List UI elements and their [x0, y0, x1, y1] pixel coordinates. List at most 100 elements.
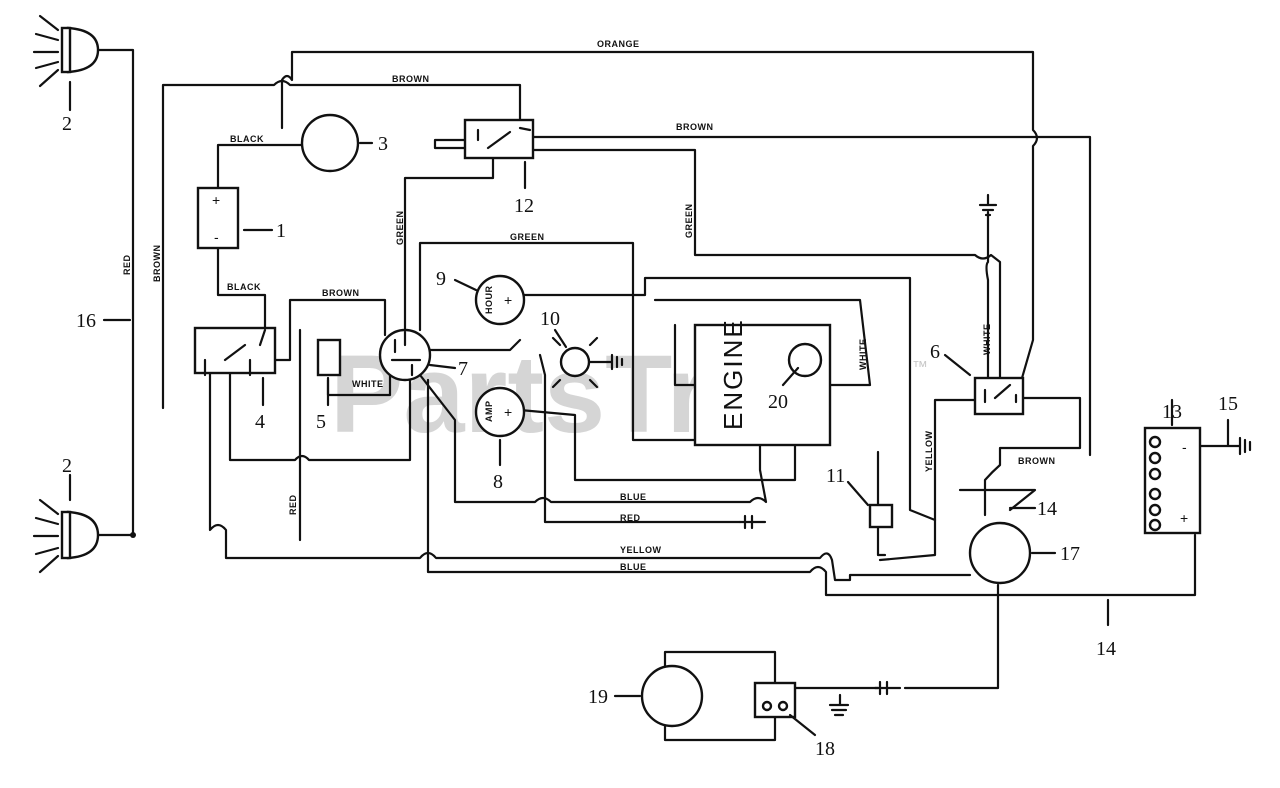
callout-13: 13 — [1162, 401, 1182, 423]
engine-label: ENGINE — [718, 318, 748, 430]
label-blue-mid: BLUE — [620, 492, 647, 502]
component-6-ground — [978, 193, 998, 217]
wire-brown-top — [161, 79, 522, 410]
amp-meter-label: AMP — [484, 401, 494, 423]
label-blue-low: BLUE — [620, 562, 647, 572]
hour-meter-plus: + — [504, 292, 512, 308]
callout-3: 3 — [378, 133, 388, 155]
battery-minus: - — [1182, 439, 1187, 455]
starter-19 — [640, 664, 704, 728]
wire-green-mid — [418, 241, 697, 442]
callout-1: 1 — [276, 220, 286, 242]
wire-yellow-right — [878, 398, 977, 562]
switch-18-terminal — [777, 700, 789, 712]
ground-15-symbol — [1238, 436, 1252, 456]
battery-cell — [1148, 467, 1162, 481]
switch-18-terminal — [761, 700, 773, 712]
wire-eng-bracket — [673, 323, 697, 387]
wire-black-mid — [216, 246, 267, 332]
leader-9 — [453, 278, 478, 292]
callout-2-top: 2 — [62, 113, 72, 135]
wire-brown-4-5 — [273, 298, 387, 362]
wire-black-top — [216, 143, 304, 190]
lamp-10-rays — [551, 336, 624, 389]
component-3-circle — [300, 113, 360, 173]
label-white-eng: WHITE — [858, 339, 868, 371]
label-black-mid: BLACK — [227, 282, 261, 292]
battery-cell — [1148, 503, 1162, 517]
label-brown-left: BROWN — [152, 245, 162, 283]
wire-green-left — [403, 150, 495, 332]
component-5-rect — [316, 338, 342, 377]
label-red-low: RED — [288, 494, 298, 515]
label-brown-mid: BROWN — [322, 288, 360, 298]
callout-20: 20 — [768, 391, 788, 413]
component-7-circle — [378, 328, 432, 382]
headlight-bottom — [32, 473, 100, 574]
component-1-plus: + — [212, 192, 220, 208]
wire-ground-6 — [985, 210, 990, 387]
headlight-top — [32, 14, 100, 112]
battery-cell — [1148, 435, 1162, 449]
engine-block — [693, 323, 832, 447]
watermark-trademark: ™ — [912, 359, 928, 376]
callout-7: 7 — [458, 358, 468, 380]
callout-14-bottom: 14 — [1096, 638, 1116, 660]
wire-blue-mid — [418, 333, 832, 504]
wire-11 — [876, 450, 887, 557]
component-4-switch — [193, 326, 277, 375]
component-7-terminals — [390, 330, 422, 377]
callout-12: 12 — [514, 195, 534, 217]
wire-brown-low — [983, 396, 1082, 517]
battery-cell — [1148, 487, 1162, 501]
label-yellow-right: YELLOW — [924, 430, 934, 472]
component-4-contacts — [203, 328, 267, 377]
label-green-left: GREEN — [395, 210, 405, 245]
callout-17: 17 — [1060, 543, 1080, 565]
callout-4: 4 — [255, 411, 265, 433]
callout-9: 9 — [436, 268, 446, 290]
wire-12-stub — [433, 138, 467, 150]
callout-16: 16 — [76, 310, 96, 332]
wire-7-10 — [428, 338, 522, 352]
label-brown-right: BROWN — [676, 122, 714, 132]
callout-6: 6 — [930, 341, 940, 363]
wire-labels: ORANGE BROWN BROWN BLACK BLACK BROWN RED… — [122, 39, 1055, 572]
switch-18 — [753, 681, 797, 719]
label-orange: ORANGE — [597, 39, 640, 49]
wire-red-main — [95, 48, 135, 537]
component-1-minus: - — [214, 229, 219, 245]
callout-19: 19 — [588, 686, 608, 708]
solenoid-17 — [968, 521, 1032, 585]
callout-18: 18 — [815, 738, 835, 760]
leader-18 — [788, 713, 817, 737]
label-yellow-mid: YELLOW — [620, 545, 662, 555]
callout-14-top: 14 — [1037, 498, 1057, 520]
leader-20 — [781, 366, 800, 387]
leader-11 — [846, 480, 870, 507]
connector-plug-mid — [738, 514, 767, 530]
label-green-right: GREEN — [684, 203, 694, 238]
battery-plus: + — [1180, 510, 1188, 526]
callouts: 1 2 2 3 4 5 6 7 8 9 10 11 12 13 14 14 15… — [62, 113, 1238, 760]
battery-cell — [1148, 518, 1162, 532]
label-white-6: WHITE — [982, 324, 992, 356]
hour-meter-label: HOUR — [484, 286, 494, 315]
lamp-10 — [559, 346, 591, 378]
hour-meter — [474, 274, 526, 326]
wire-red-17 — [538, 353, 742, 524]
label-green-mid: GREEN — [510, 232, 545, 242]
wire-brown-right — [531, 135, 1092, 457]
amp-meter-plus: + — [504, 404, 512, 420]
wire-4-low — [228, 368, 412, 462]
amp-meter — [474, 386, 526, 438]
callout-8: 8 — [493, 471, 503, 493]
label-red-mid: RED — [620, 513, 641, 523]
wires — [95, 48, 1242, 742]
junction-dot — [130, 532, 136, 538]
callout-10: 10 — [540, 308, 560, 330]
wire-green-right — [518, 148, 1002, 387]
fuse-11 — [868, 503, 894, 529]
leader-7 — [428, 363, 457, 370]
